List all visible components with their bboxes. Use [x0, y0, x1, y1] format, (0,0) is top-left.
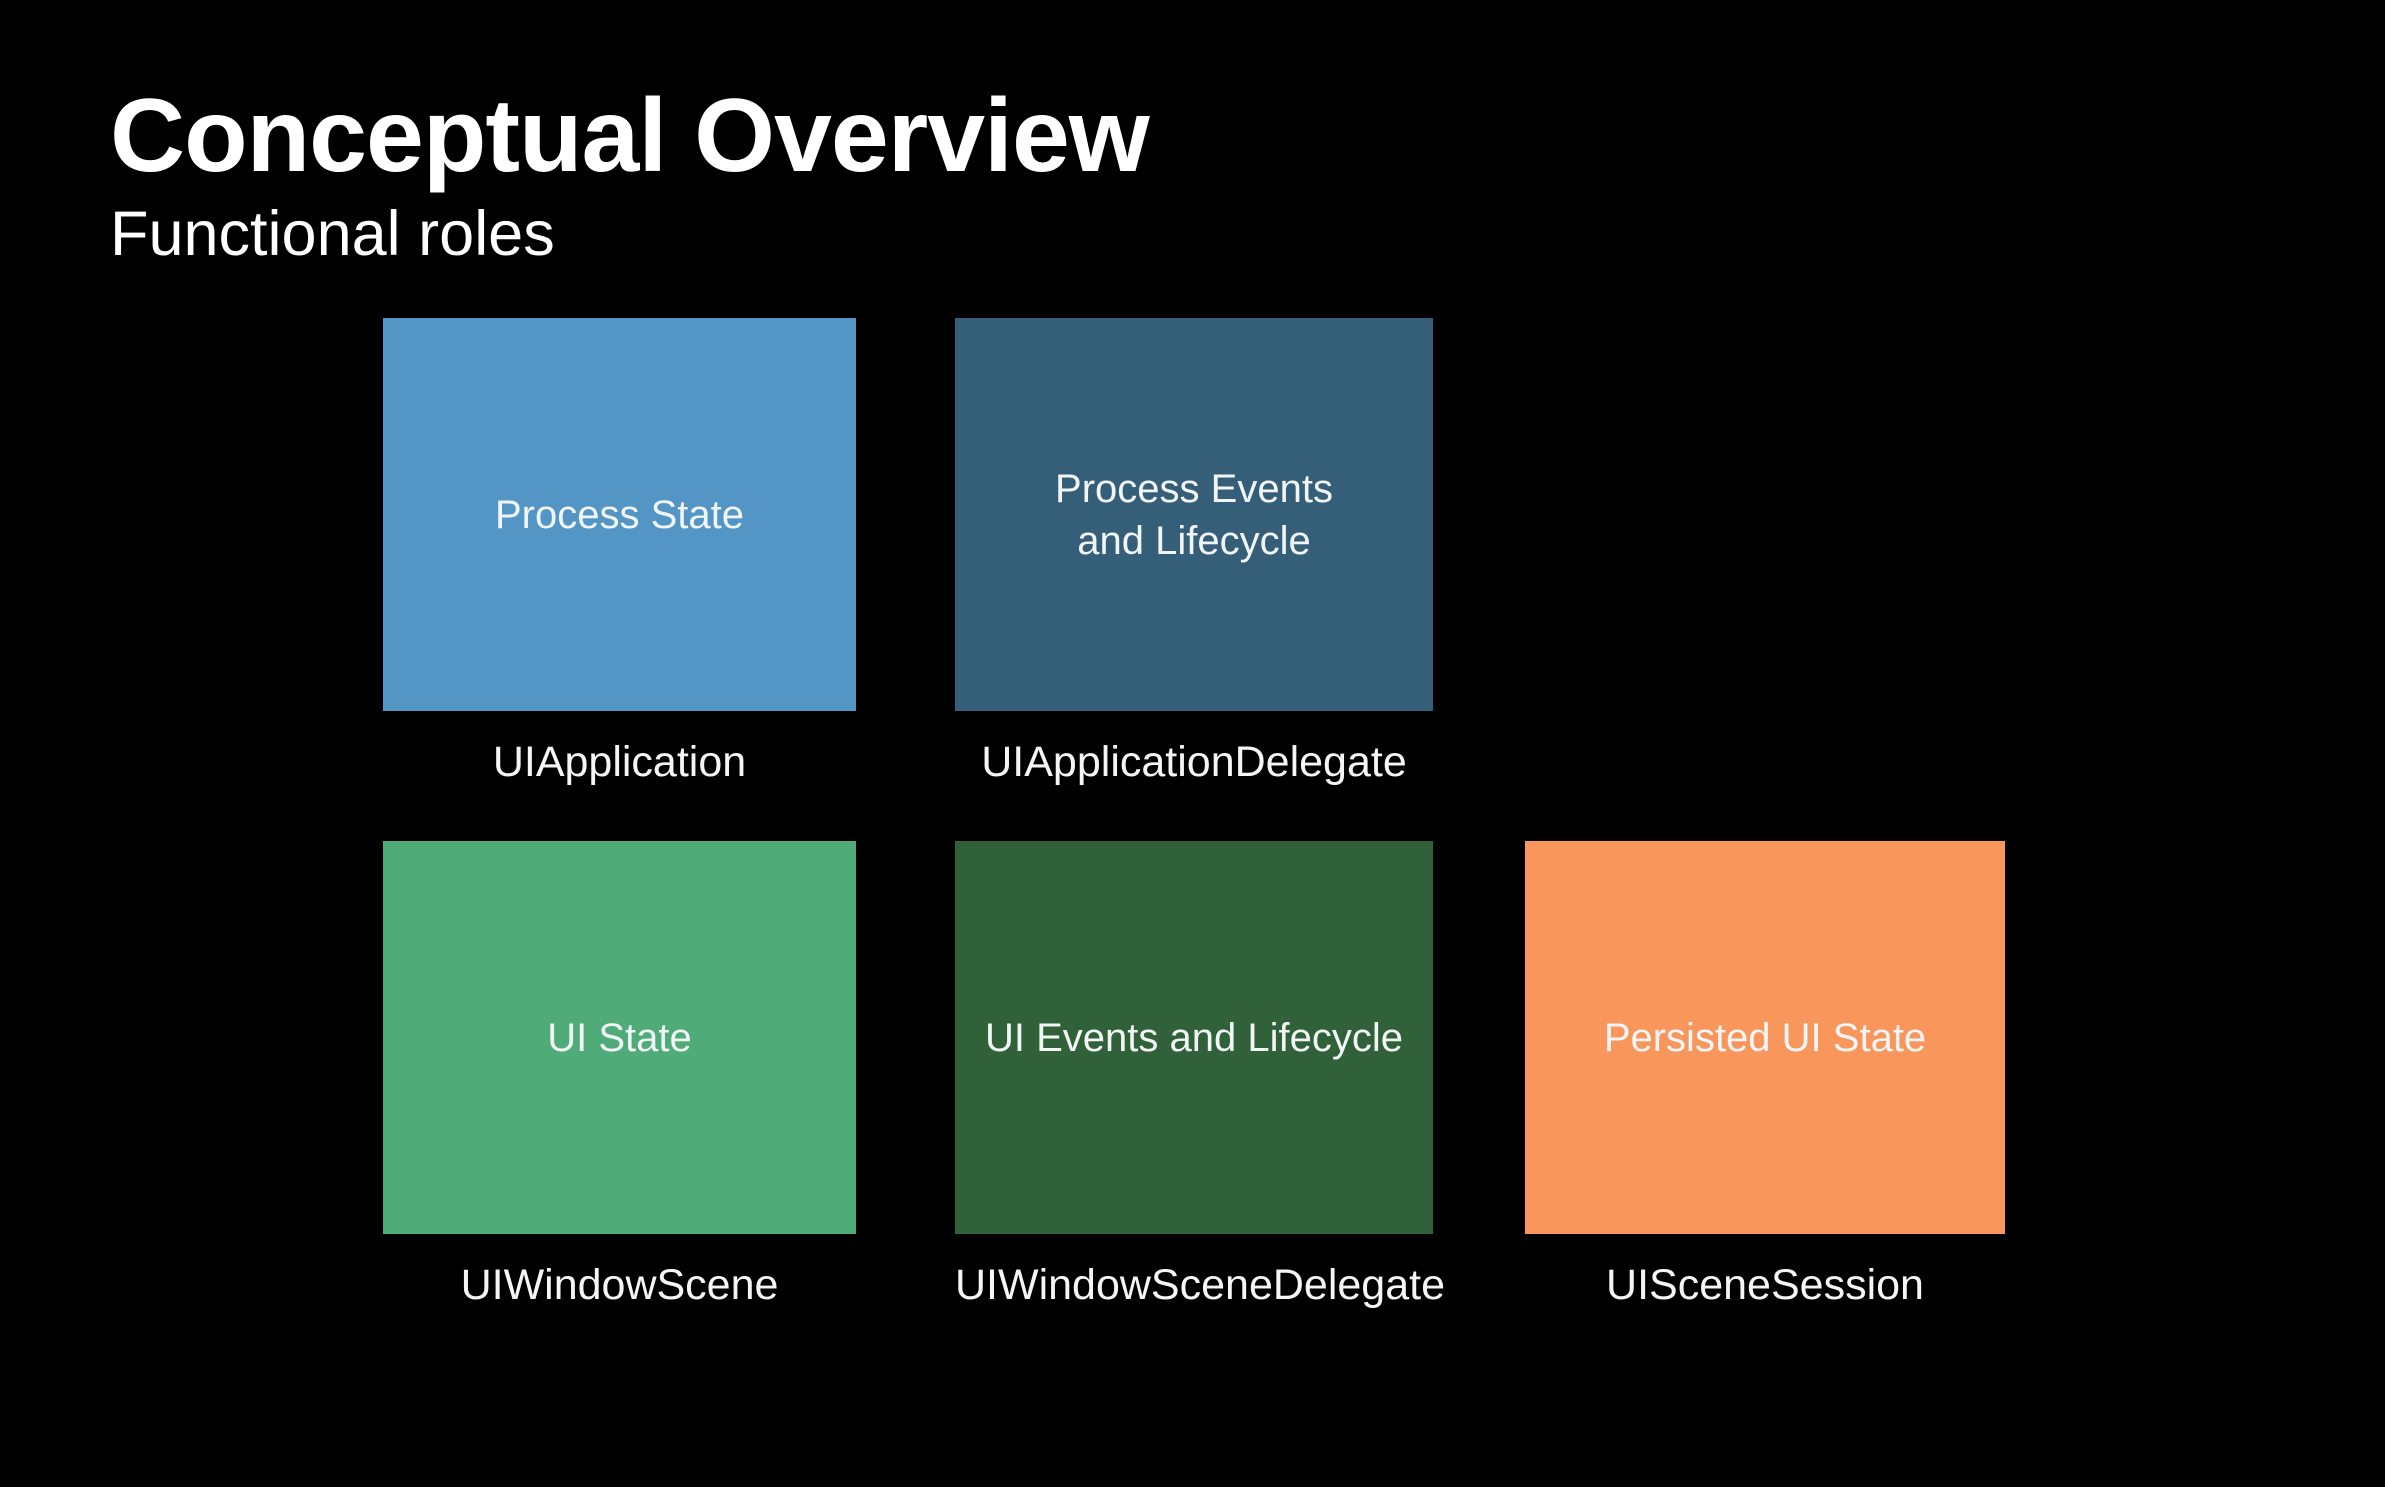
card-title: Process Events and Lifecycle: [1055, 466, 1333, 563]
card-process-state: Process State UIApplication: [383, 318, 856, 787]
ui-events-color-block: UI Events and Lifecycle: [955, 841, 1433, 1234]
card-ui-events-lifecycle: UI Events and Lifecycle UIWindowSceneDel…: [955, 841, 1445, 1310]
card-title: Process State: [494, 492, 744, 537]
card-class-name: UIApplicationDelegate: [981, 738, 1407, 786]
card-process-events-lifecycle: Process Events and Lifecycle UIApplicati…: [955, 318, 1433, 787]
card-class-name: UISceneSession: [1606, 1261, 1924, 1309]
slide-subtitle: Functional roles: [110, 199, 555, 269]
card-title: UI State: [547, 1015, 692, 1060]
card-persisted-ui-state: Persisted UI State UISceneSession: [1525, 841, 2005, 1310]
card-title: Persisted UI State: [1603, 1015, 1927, 1060]
card-ui-state: UI State UIWindowScene: [383, 841, 856, 1310]
process-state-color-block: Process State: [383, 318, 856, 711]
card-title: UI Events and Lifecycle: [985, 1015, 1403, 1060]
persisted-ui-state-color-block: Persisted UI State: [1525, 841, 2005, 1234]
slide-header: Conceptual Overview Functional roles: [110, 78, 1150, 270]
slide-title: Conceptual Overview: [110, 78, 1150, 194]
process-events-color-block: Process Events and Lifecycle: [955, 318, 1433, 711]
card-class-name: UIWindowSceneDelegate: [955, 1261, 1445, 1309]
card-class-name: UIApplication: [492, 738, 747, 786]
card-class-name: UIWindowScene: [460, 1261, 779, 1309]
ui-state-color-block: UI State: [383, 841, 856, 1234]
